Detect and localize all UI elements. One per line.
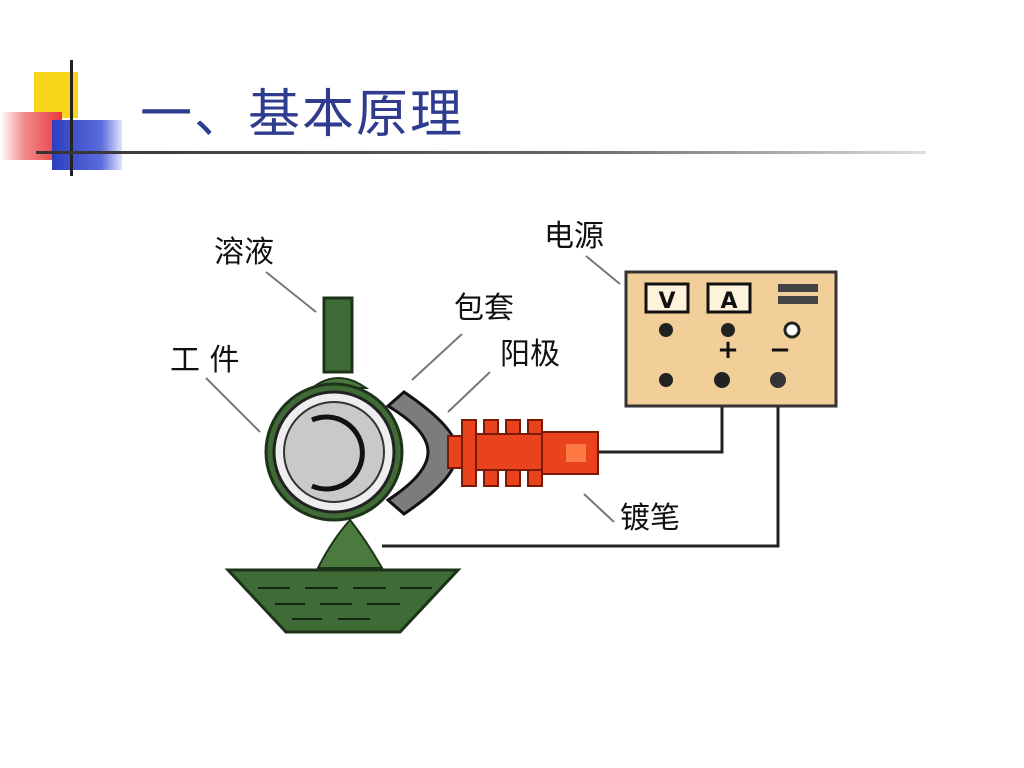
terminal-left [659,373,673,387]
negative-terminal-sign: − [769,335,791,365]
page-title: 一、基本原理 [140,85,465,145]
rotation-arrow [311,414,365,492]
decor-blue-square [52,120,122,170]
dripping-solution [316,518,384,569]
label-solution: 溶液 [214,235,274,270]
terminal-negative [770,372,786,388]
label-power-supply: 电源 [544,219,604,254]
knob-1 [659,323,673,337]
solution-feed-pipe [322,296,354,374]
voltmeter-label: V [658,289,675,314]
anode [447,419,599,487]
decor-vertical-line [70,60,73,176]
label-anode: 阳极 [500,337,560,372]
indicator-light [783,321,801,339]
leader-lines [205,255,621,523]
knob-2 [721,323,735,337]
terminal-positive [714,372,730,388]
negative-wire [382,380,780,548]
positive-terminal-sign: + [717,335,739,365]
label-sleeve: 包套 [454,291,514,326]
workpiece [264,382,404,522]
display-panel [778,284,818,304]
ammeter-label: A [720,289,737,314]
label-workpiece: 工 件 [170,343,240,378]
solution-tank [224,568,462,634]
power-supply [624,270,838,408]
label-plating-pen: 镀笔 [620,501,680,536]
title-rule [36,151,926,154]
tank-dashes [258,587,432,620]
